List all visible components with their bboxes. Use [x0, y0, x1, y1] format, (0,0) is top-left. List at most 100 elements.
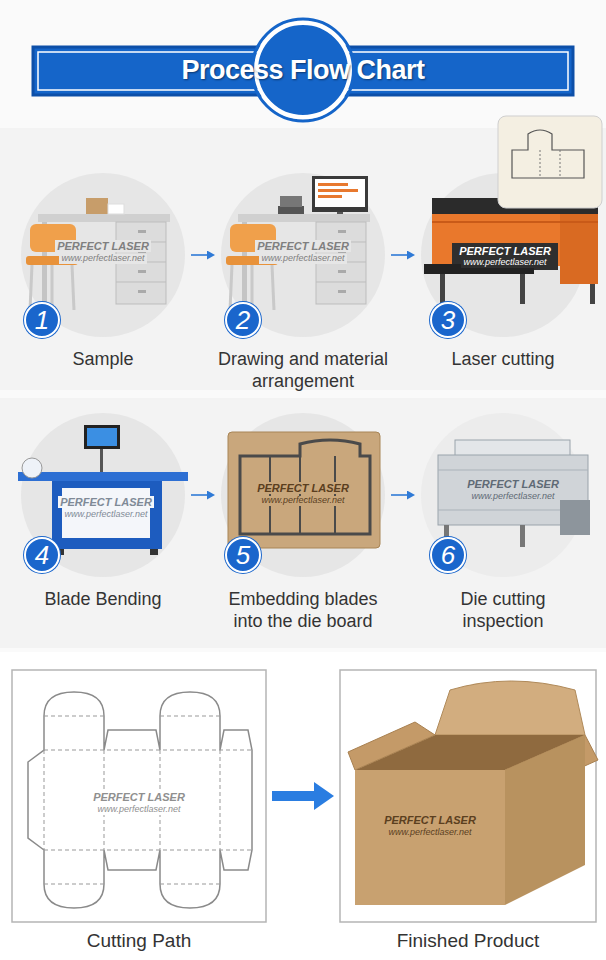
laser-machine-illustration-part — [560, 214, 598, 284]
die-cutting-machine-illustration — [438, 440, 590, 547]
finished-product-panel-part — [505, 735, 585, 905]
die-cutting-machine-illustration-part — [455, 440, 570, 456]
sample-illustration-part — [26, 214, 170, 310]
drawing-illustration-part — [226, 214, 370, 310]
laser-machine-illustration-part — [452, 243, 558, 270]
die-board-illustration — [228, 432, 380, 548]
watermark: PERFECT LASER — [255, 240, 351, 252]
fold-lines-part — [44, 850, 252, 851]
step-number: 3 — [441, 307, 455, 333]
watermark: PERFECT LASER — [465, 478, 561, 490]
page-ground-part — [0, 652, 606, 960]
watermark: PERFECT LASER — [55, 240, 151, 252]
step-label: Blade Bending — [8, 588, 198, 610]
panel-caption: Cutting Path — [14, 929, 264, 952]
flow-arrow — [191, 254, 207, 256]
fold-lines — [44, 716, 252, 884]
step-number: 5 — [236, 542, 250, 568]
finished-product-panel-part — [340, 670, 596, 922]
laser-machine-illustration-part — [590, 284, 595, 304]
step-number: 4 — [35, 542, 49, 568]
image-panel: Finished Product — [340, 670, 596, 922]
step-number-badge: 6 — [430, 537, 466, 573]
laser-machine-illustration-part — [440, 274, 445, 304]
step-number: 2 — [236, 307, 250, 333]
bending-machine-illustration-part — [84, 425, 120, 449]
step-label: Embedding blades into the die board — [218, 588, 388, 632]
watermark: PERFECT LASER — [382, 814, 478, 826]
panel-caption: Finished Product — [343, 929, 593, 952]
fold-lines-part — [44, 884, 104, 885]
finished-product-panel-part — [435, 681, 585, 735]
step-number-badge: 5 — [225, 537, 261, 573]
sample-illustration — [26, 198, 170, 310]
die-board-illustration-part — [240, 440, 370, 534]
dieline-thumbnail-part — [560, 150, 561, 178]
bending-machine-illustration-part — [150, 549, 158, 555]
dieline-thumbnail-part — [498, 116, 602, 208]
die-cutting-machine-illustration-part — [438, 470, 588, 471]
drawing-illustration-part — [278, 206, 304, 214]
bending-machine-illustration — [18, 425, 188, 555]
laser-machine-illustration — [424, 198, 598, 304]
bending-machine-illustration-part — [22, 458, 42, 478]
step-number: 1 — [35, 307, 49, 333]
sample-illustration-part — [108, 204, 124, 214]
laser-machine-illustration-part — [520, 274, 525, 304]
step-circle: Embedding blades into the die board5 — [221, 413, 385, 577]
watermark: www.perfectlaser.net — [461, 258, 548, 268]
watermark: PERFECT LASER — [91, 791, 187, 803]
bending-machine-illustration-part — [100, 445, 103, 473]
drawing-illustration-part — [315, 179, 365, 207]
step-label: Die cutting inspection — [418, 588, 588, 632]
drawing-illustration-part — [318, 195, 342, 198]
die-board-illustration-part — [269, 456, 271, 534]
cutting-path-panel-part — [28, 692, 252, 908]
step-circles-part — [21, 413, 185, 577]
drawing-illustration-part — [318, 183, 348, 186]
step-circles-part — [21, 173, 185, 337]
step-number: 6 — [441, 542, 455, 568]
step-label: Laser cutting — [418, 348, 588, 370]
bending-machine-illustration-part — [52, 481, 162, 549]
finished-product-panel — [340, 670, 598, 922]
dieline-thumbnail — [498, 116, 602, 208]
laser-machine-illustration-part — [432, 221, 598, 223]
drawing-illustration — [226, 176, 370, 310]
watermark: PERFECT LASER — [58, 496, 154, 508]
flow-arrow — [391, 254, 407, 256]
sample-illustration-part — [86, 198, 108, 214]
finished-product-panel-part — [348, 722, 435, 770]
bending-machine-illustration-part — [18, 472, 188, 481]
dieline-thumbnail-part — [512, 130, 584, 178]
fold-lines-part — [44, 716, 104, 717]
dieline-thumbnail-part — [540, 150, 541, 178]
watermark: www.perfectlaser.net — [386, 828, 473, 838]
step-circles-part — [221, 173, 385, 337]
watermark: www.perfectlaser.net — [469, 492, 556, 502]
step-label: Sample — [8, 348, 198, 370]
fold-lines-part — [44, 750, 252, 751]
watermark: www.perfectlaser.net — [59, 254, 146, 264]
step-label: Drawing and material arrangement — [208, 348, 398, 392]
flow-arrow — [391, 494, 407, 496]
finished-product-panel-part — [355, 770, 505, 905]
page-ground-part — [0, 398, 606, 648]
watermark: www.perfectlaser.net — [95, 805, 182, 815]
die-board-illustration-part — [228, 432, 380, 548]
step-number-badge: 2 — [225, 302, 261, 338]
fold-lines-part — [220, 750, 221, 850]
step-circles-part — [221, 413, 385, 577]
watermark: www.perfectlaser.net — [259, 496, 346, 506]
drawing-illustration-part — [318, 189, 358, 192]
step-number-badge: 4 — [24, 537, 60, 573]
drawing-illustration-part — [280, 196, 302, 207]
bending-machine-illustration-part — [87, 428, 117, 446]
flow-arrow — [191, 494, 207, 496]
watermark: www.perfectlaser.net — [62, 510, 149, 520]
cutting-path-panel-part — [12, 670, 266, 922]
chart-title: Process Flow Chart — [0, 55, 606, 86]
